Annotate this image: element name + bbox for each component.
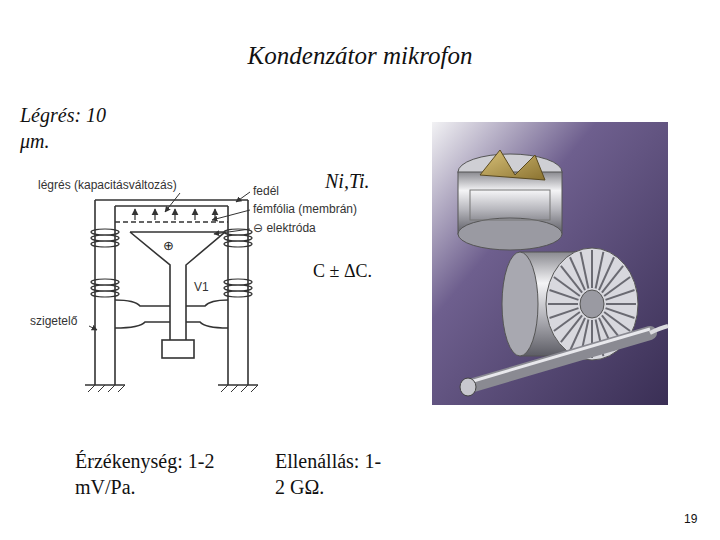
sketch-label: fedél bbox=[253, 184, 279, 200]
spec-note: Légrés: 10 μm. bbox=[20, 102, 120, 154]
sketch-label: ⊖ elektróda bbox=[253, 221, 316, 237]
leader-line bbox=[89, 326, 97, 330]
microphone-photo bbox=[432, 122, 668, 405]
leader-line bbox=[165, 193, 180, 212]
material-note: Ni,Ti. bbox=[325, 168, 369, 194]
sketch-label: fémfólia (membrán) bbox=[253, 202, 357, 218]
capsule-fin bbox=[549, 308, 578, 318]
slide-title: Kondenzátor mikrofon bbox=[0, 40, 720, 73]
capsule-fin bbox=[591, 250, 593, 288]
spec-note: Ellenállás: 1-2 GΩ. bbox=[275, 448, 390, 500]
sketch-label: szigetelő bbox=[30, 314, 77, 330]
leader-line bbox=[214, 229, 250, 234]
capsule-fin bbox=[599, 257, 614, 290]
leader-line bbox=[236, 192, 250, 202]
microphone-sketch bbox=[85, 192, 258, 392]
capsule-fin bbox=[606, 303, 636, 305]
page-number: 19 bbox=[684, 512, 697, 528]
leader-line bbox=[212, 210, 250, 220]
capsule-fin bbox=[581, 252, 589, 289]
capsule-fin bbox=[548, 303, 578, 305]
sketch-label: V1 bbox=[194, 280, 209, 296]
capsule-fin bbox=[606, 290, 635, 300]
capsule-fin bbox=[561, 266, 582, 293]
spec-note: Érzékenység: 1-2 mV/Pa. bbox=[75, 448, 215, 500]
capacitance-note: C ± ΔC. bbox=[313, 260, 372, 283]
sketch-label: légrés (kapacitásváltozás) bbox=[38, 178, 177, 194]
polarity-sign: ⊕ bbox=[163, 238, 174, 255]
